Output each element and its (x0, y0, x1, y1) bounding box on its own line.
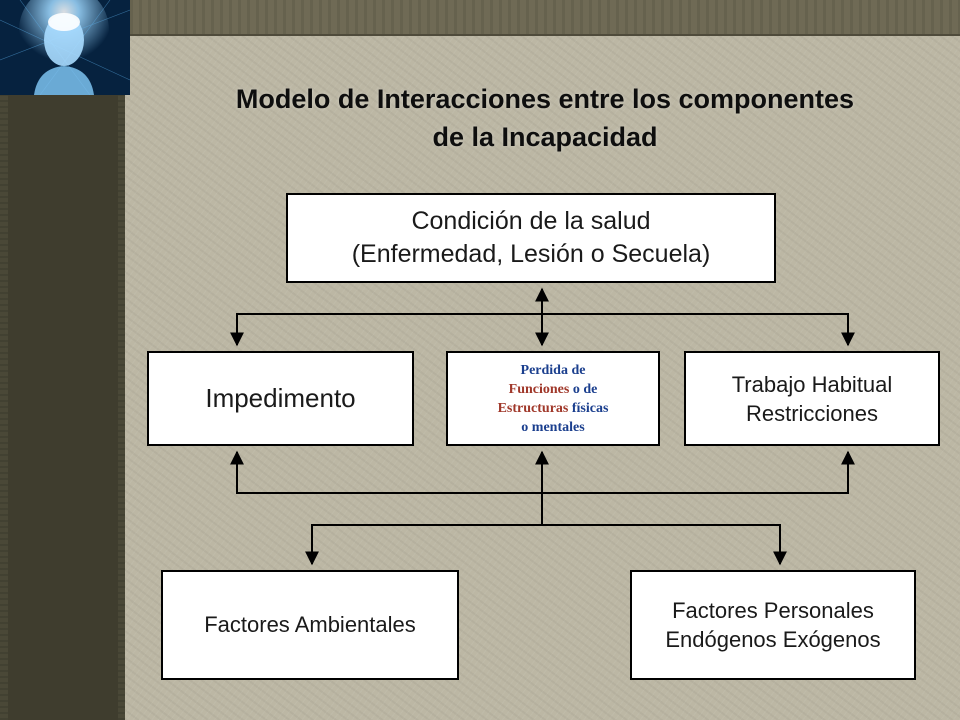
function-loss-structures: Estructuras (497, 400, 569, 416)
slide-title: Modelo de Interacciones entre los compon… (150, 80, 940, 156)
function-loss-line-2: Funciones o de (509, 380, 598, 399)
function-loss-line-3: Estructuras físicas (498, 399, 609, 418)
function-loss-box: Perdida de Funciones o de Estructuras fí… (446, 351, 660, 446)
function-loss-line-4: o mentales (521, 419, 585, 435)
top-band (130, 0, 960, 34)
work-restrictions-box: Trabajo Habitual Restricciones (684, 351, 940, 446)
head-glow-logo-icon (0, 0, 130, 95)
impairment-box: Impedimento (147, 351, 414, 446)
personal-line-1: Factores Personales (672, 598, 874, 623)
line-factor-branch (305, 524, 787, 566)
impairment-label: Impedimento (205, 383, 356, 413)
environmental-label: Factores Ambientales (204, 612, 416, 637)
slide-title-line-1: Modelo de Interacciones entre los compon… (235, 84, 855, 114)
function-loss-functions: Funciones (508, 381, 570, 397)
work-line-1: Trabajo Habitual (731, 371, 893, 397)
work-line-2: Restricciones (745, 400, 879, 426)
slide-title-line-2: de la Incapacidad (432, 122, 658, 152)
function-loss-line-1: Perdida de (520, 362, 586, 378)
left-strip-inner (8, 80, 118, 720)
health-condition-box: Condición de la salud (Enfermedad, Lesió… (286, 193, 776, 283)
environmental-factors-box: Factores Ambientales (161, 570, 459, 680)
line-bottom-branch (230, 450, 855, 494)
health-condition-line-2: (Enfermedad, Lesión o Secuela) (351, 240, 711, 268)
line-top-branch (230, 313, 855, 347)
function-loss-physical: físicas (568, 400, 609, 416)
personal-factors-box: Factores Personales Endógenos Exógenos (630, 570, 916, 680)
top-divider (130, 34, 960, 36)
personal-line-2: Endógenos Exógenos (665, 627, 881, 652)
health-condition-line-1: Condición de la salud (411, 207, 651, 235)
left-strip (0, 0, 125, 720)
function-loss-or: o de (569, 381, 598, 397)
